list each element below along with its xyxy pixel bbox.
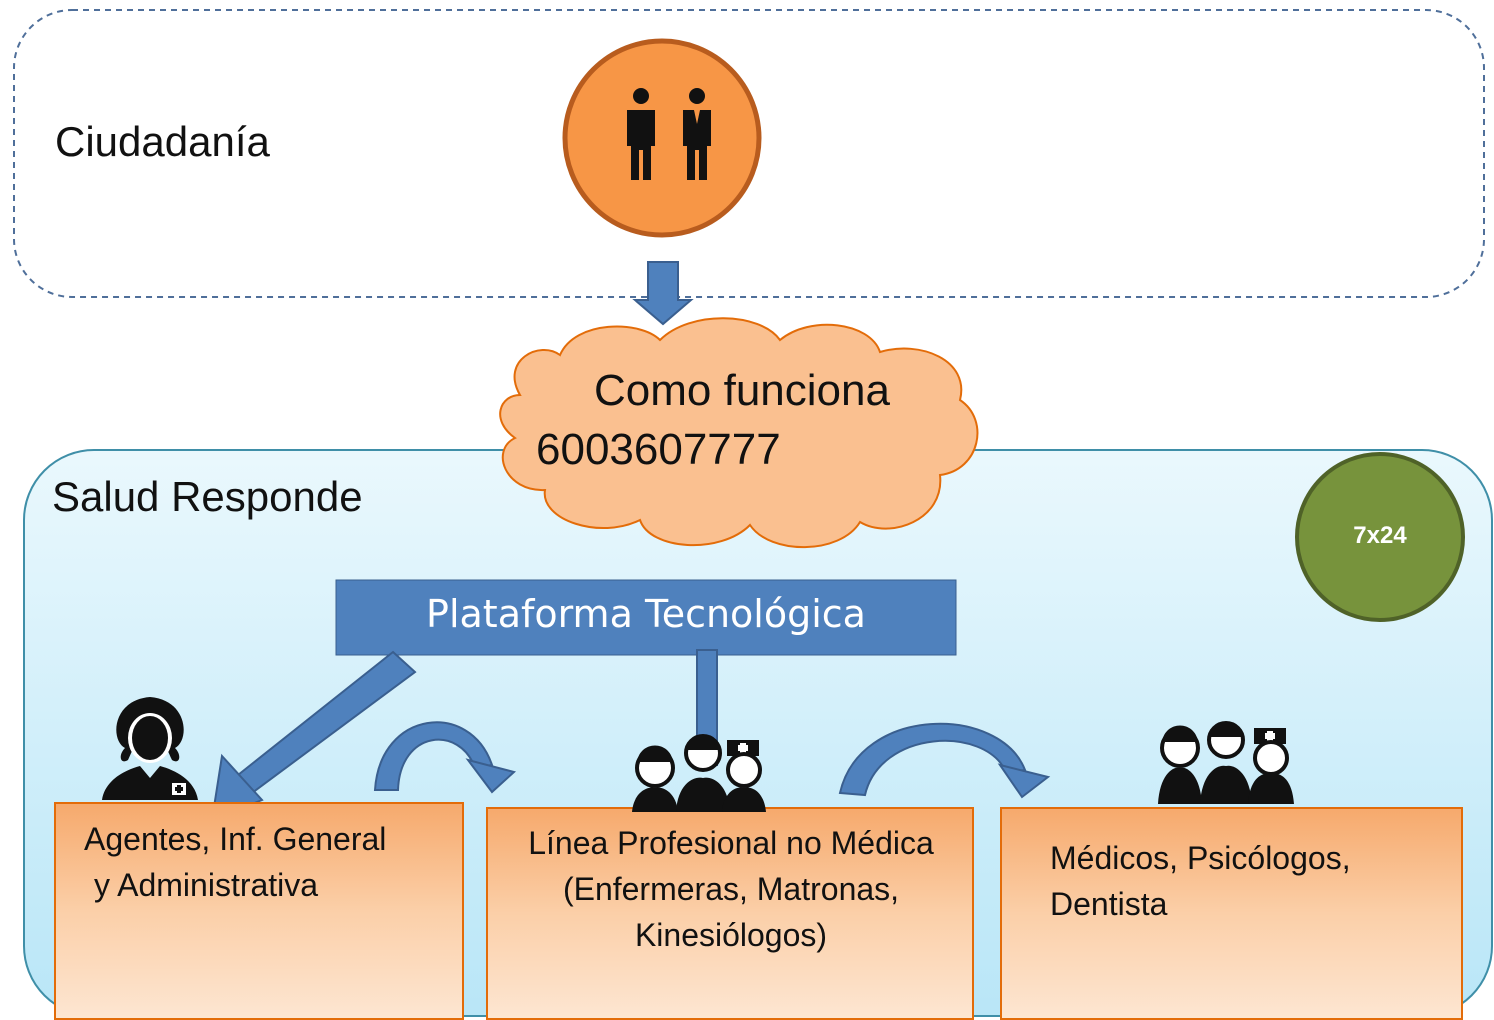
ciudadania-label: Ciudadanía: [55, 118, 270, 165]
availability-badge: [1295, 452, 1465, 622]
box-agentes: [54, 802, 464, 1020]
medical-team-icon: [632, 734, 766, 812]
phone-number: 6003607777: [536, 425, 781, 474]
down-arrow: [632, 261, 694, 326]
box-medicos-text: Médicos, Psicólogos, Dentista: [1050, 835, 1351, 927]
box-medicos-line2: Dentista: [1050, 886, 1168, 922]
box-linea-profesional: [486, 807, 974, 1020]
box-medicos-line1: Médicos, Psicólogos,: [1050, 840, 1351, 876]
curved-arrow-1: [373, 721, 517, 794]
cloud-title: Como funciona: [594, 366, 890, 415]
box-agentes-text: Agentes, Inf. General y Administrativa: [84, 816, 386, 908]
availability-badge-label: 7x24: [1353, 522, 1407, 549]
medical-team-icon: [1158, 721, 1294, 804]
box-linea-line2: (Enfermeras, Matronas,: [562, 871, 900, 907]
box-agentes-line2: y Administrativa: [94, 867, 319, 903]
call-agent-icon: [102, 697, 198, 800]
ciudadania-group: [13, 9, 1485, 298]
box-agentes-line1: Agentes, Inf. General: [84, 821, 387, 857]
people-icon: [562, 38, 762, 238]
salud-responde-label: Salud Responde: [52, 473, 363, 520]
box-medicos: [1000, 807, 1463, 1020]
plataforma-label: Plataforma Tecnológica: [426, 592, 866, 636]
box-linea-line3: Kinesiólogos): [634, 917, 828, 953]
cloud-shape: [499, 317, 979, 549]
box-linea-line1: Línea Profesional no Médica: [528, 825, 934, 861]
plataforma-bar: [335, 579, 957, 656]
box-linea-text: Línea Profesional no Médica (Enfermeras,…: [488, 820, 974, 958]
curved-arrow-2: [838, 722, 1051, 799]
